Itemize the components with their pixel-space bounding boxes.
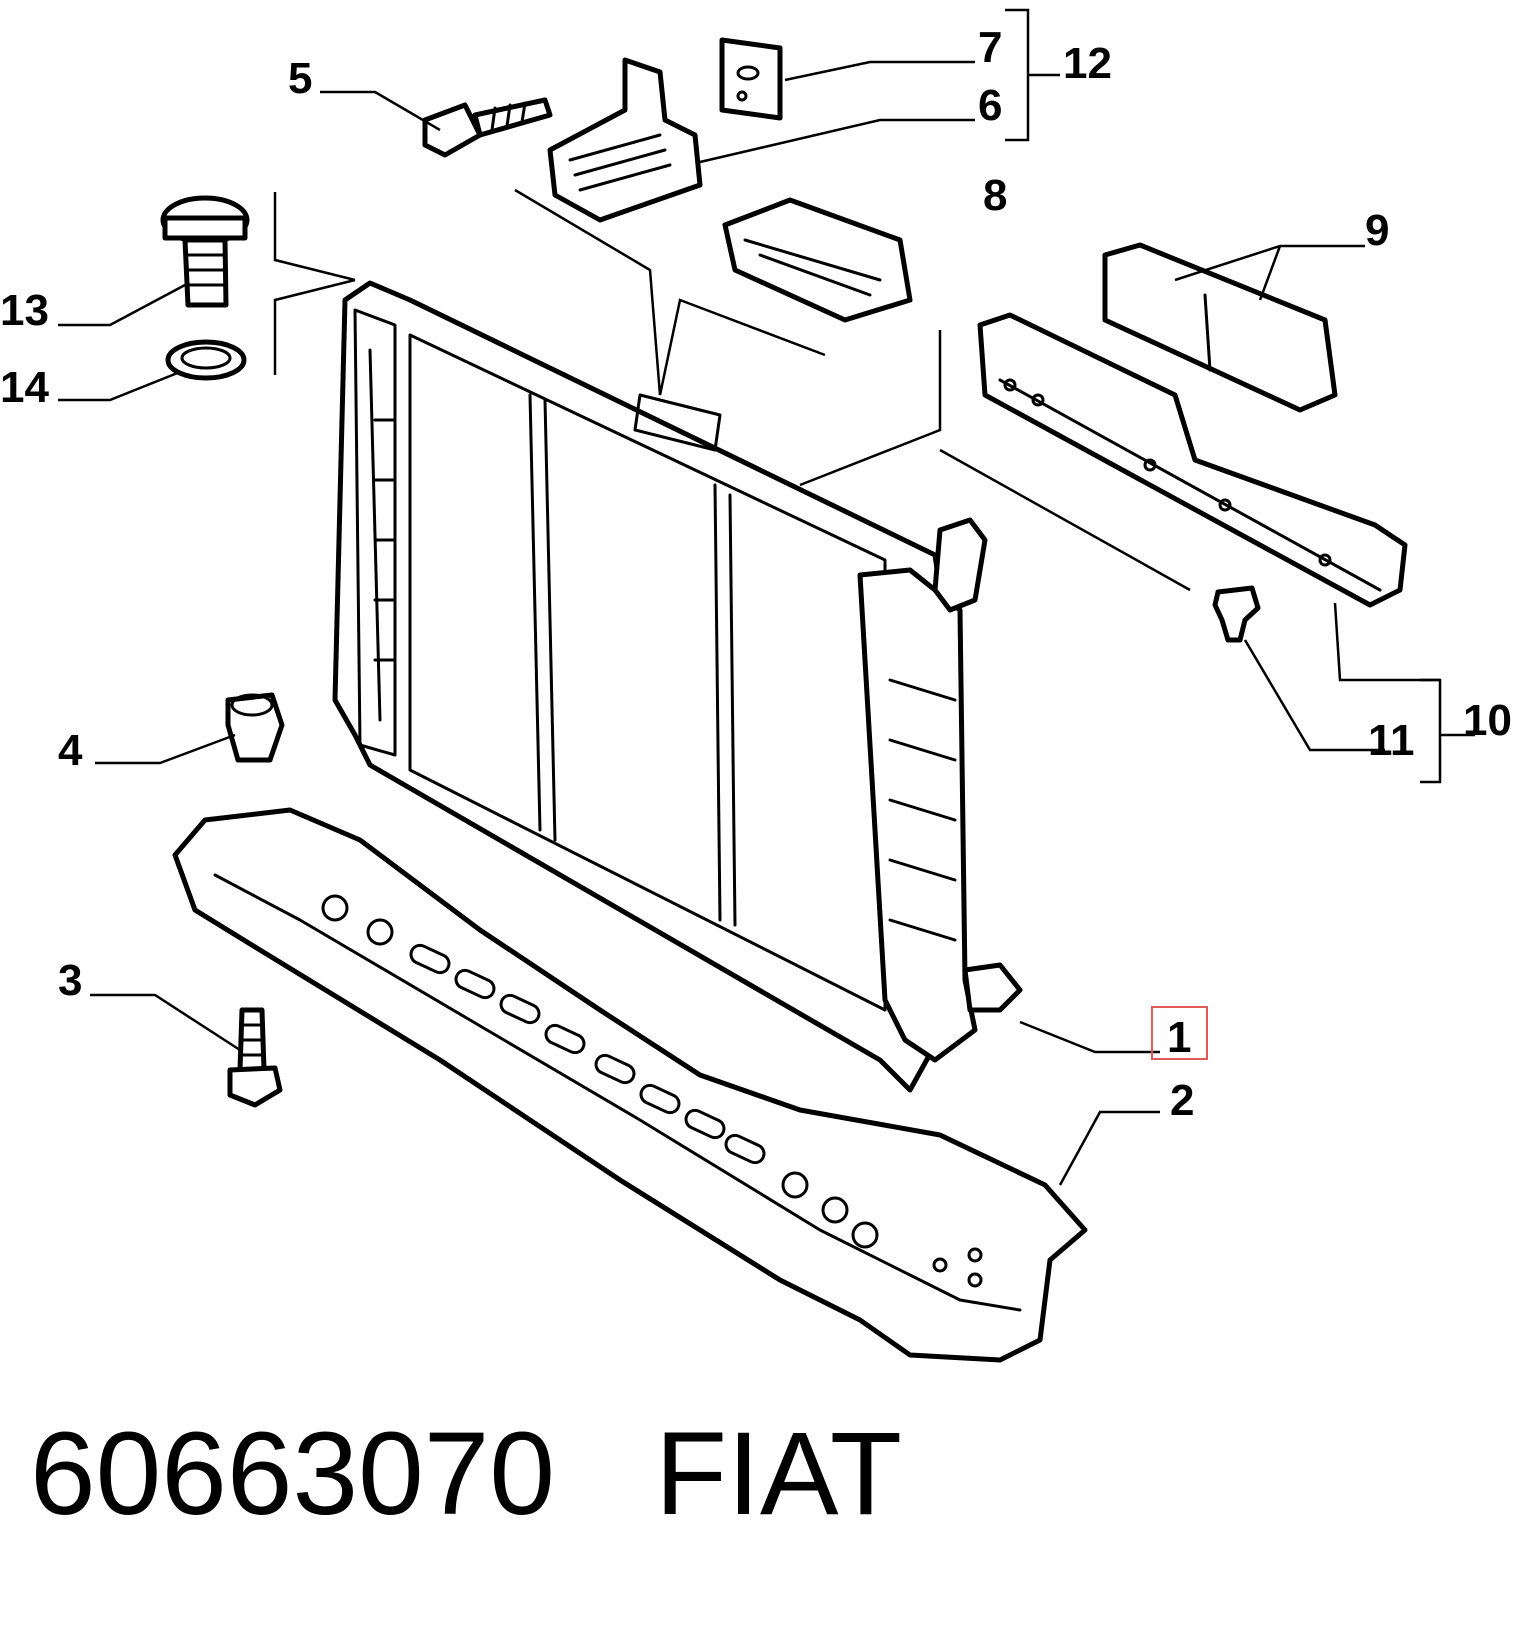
bracket-6 <box>547 57 703 223</box>
callout-6: 6 <box>978 81 1002 130</box>
callout-8: 8 <box>983 171 1007 220</box>
bolt-3 <box>227 1007 283 1108</box>
rubber-mount-4 <box>225 692 285 763</box>
lower-crossmember <box>172 807 1088 1363</box>
brand-name: FIAT <box>655 1408 902 1540</box>
callout-12: 12 <box>1063 39 1112 88</box>
callout-4: 4 <box>58 726 83 775</box>
drain-plug-13 <box>160 195 250 308</box>
part-number: 60663070 <box>30 1408 556 1540</box>
screw-5 <box>422 97 553 158</box>
plug-11 <box>1212 585 1261 643</box>
washer-14 <box>165 339 247 381</box>
callout-14: 14 <box>0 363 49 412</box>
callout-3: 3 <box>58 956 82 1005</box>
callout-numbers: 1 2 3 4 5 6 7 8 9 10 11 12 13 14 <box>0 23 1512 1125</box>
callout-5: 5 <box>288 54 312 103</box>
leader-lines <box>58 8 1475 1186</box>
callout-10: 10 <box>1463 696 1512 745</box>
callout-9: 9 <box>1365 206 1389 255</box>
radiator-assembly <box>332 280 1023 1093</box>
seal-strip-9 <box>1102 242 1338 413</box>
upper-support-10 <box>977 312 1408 608</box>
clip-7 <box>719 37 783 121</box>
callout-1-highlight <box>1151 1006 1208 1060</box>
callout-7: 7 <box>978 23 1002 72</box>
callout-1: 1 <box>1167 1013 1191 1062</box>
radiator-left-tank <box>353 308 397 757</box>
callout-2: 2 <box>1170 1076 1194 1125</box>
radiator-upper-hose-outlet <box>932 517 988 613</box>
rubber-pad-8 <box>722 197 913 323</box>
crossmember-slots <box>321 894 983 1288</box>
callout-11: 11 <box>1368 716 1415 765</box>
radiator-lower-hose-outlet <box>962 962 1023 1013</box>
callout-13: 13 <box>0 286 49 335</box>
